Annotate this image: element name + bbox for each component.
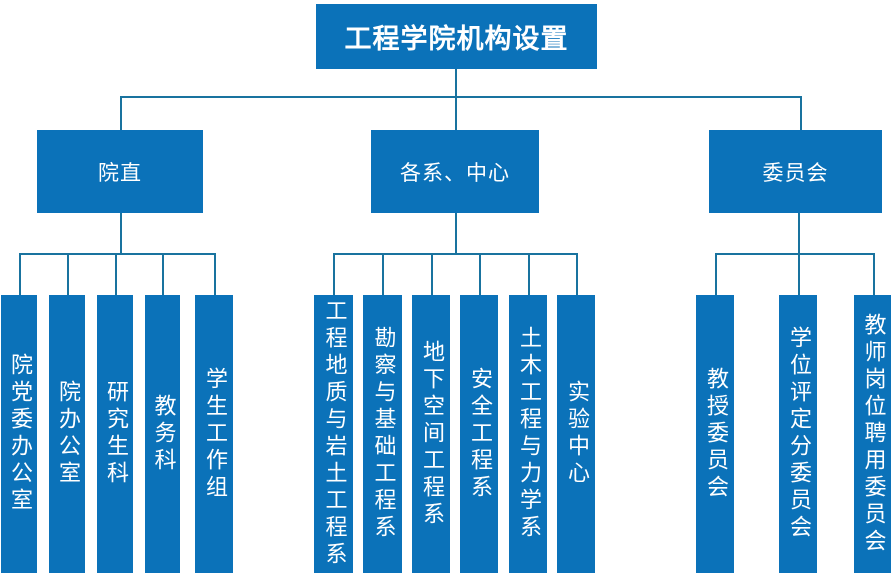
- leaf-safety-engineering-dept: 安全工程系: [460, 295, 498, 573]
- leaf-label: 教务科: [150, 393, 176, 475]
- leaf-engineering-geology-geotech-dept: 工程地质与岩土工程系: [314, 295, 353, 573]
- leaf-party-committee-office: 院党委办公室: [1, 295, 37, 573]
- leaf-underground-space-dept: 地下空间工程系: [412, 295, 450, 573]
- leaf-teacher-position-employment-committee: 教师岗位聘用委员会: [854, 295, 891, 573]
- leaf-label: 工程地质与岩土工程系: [321, 299, 347, 569]
- connector-line: [455, 213, 457, 253]
- connector-line: [19, 253, 21, 295]
- leaf-label: 学生工作组: [202, 366, 227, 502]
- org-title-node: 工程学院机构设置: [316, 4, 597, 69]
- connector-line: [382, 253, 384, 295]
- leaf-graduate-section: 研究生科: [97, 295, 133, 573]
- connector-line: [455, 96, 457, 130]
- leaf-label: 土木工程与力学系: [516, 326, 541, 542]
- connector-line: [120, 96, 801, 98]
- connector-line: [214, 253, 216, 295]
- connector-line: [800, 96, 802, 130]
- connector-line: [120, 96, 122, 130]
- connector-line: [67, 253, 69, 295]
- leaf-label: 勘察与基础工程系: [370, 326, 396, 542]
- leaf-academic-affairs-section: 教务科: [145, 295, 180, 573]
- connector-line: [715, 253, 874, 255]
- leaf-label: 教授委员会: [703, 366, 728, 502]
- leaf-civil-engineering-mechanics-dept: 土木工程与力学系: [509, 295, 547, 573]
- leaf-professor-committee: 教授委员会: [696, 295, 734, 573]
- connector-line: [798, 213, 800, 253]
- leaf-label: 院办公室: [55, 380, 80, 488]
- leaf-label: 实验中心: [564, 380, 589, 488]
- connector-line: [798, 253, 800, 295]
- leaf-experiment-center: 实验中心: [557, 295, 595, 573]
- connector-line: [431, 253, 433, 295]
- connector-line: [115, 253, 117, 295]
- leaf-label: 地下空间工程系: [419, 339, 444, 529]
- leaf-label: 安全工程系: [467, 366, 492, 502]
- connector-line: [19, 253, 215, 255]
- connector-line: [576, 253, 578, 295]
- leaf-label: 教师岗位聘用委员会: [860, 312, 886, 556]
- leaf-label: 学位评定分委员会: [786, 326, 811, 542]
- connector-line: [873, 253, 875, 295]
- leaf-degree-evaluation-subcommittee: 学位评定分委员会: [779, 295, 817, 573]
- group-node-committees: 委员会: [709, 130, 882, 213]
- connector-line: [528, 253, 530, 295]
- connector-line: [333, 253, 335, 295]
- group-node-departments-centers: 各系、中心: [371, 130, 539, 213]
- leaf-label: 研究生科: [103, 380, 128, 488]
- group-node-college-direct: 院直: [37, 130, 203, 213]
- connector-line: [333, 253, 577, 255]
- connector-line: [479, 253, 481, 295]
- connector-line: [120, 213, 122, 253]
- connector-line: [455, 69, 457, 96]
- leaf-label: 院党委办公室: [7, 353, 32, 515]
- leaf-college-office: 院办公室: [49, 295, 85, 573]
- leaf-student-work-group: 学生工作组: [195, 295, 233, 573]
- leaf-survey-foundation-dept: 勘察与基础工程系: [363, 295, 402, 573]
- connector-line: [715, 253, 717, 295]
- connector-line: [162, 253, 164, 295]
